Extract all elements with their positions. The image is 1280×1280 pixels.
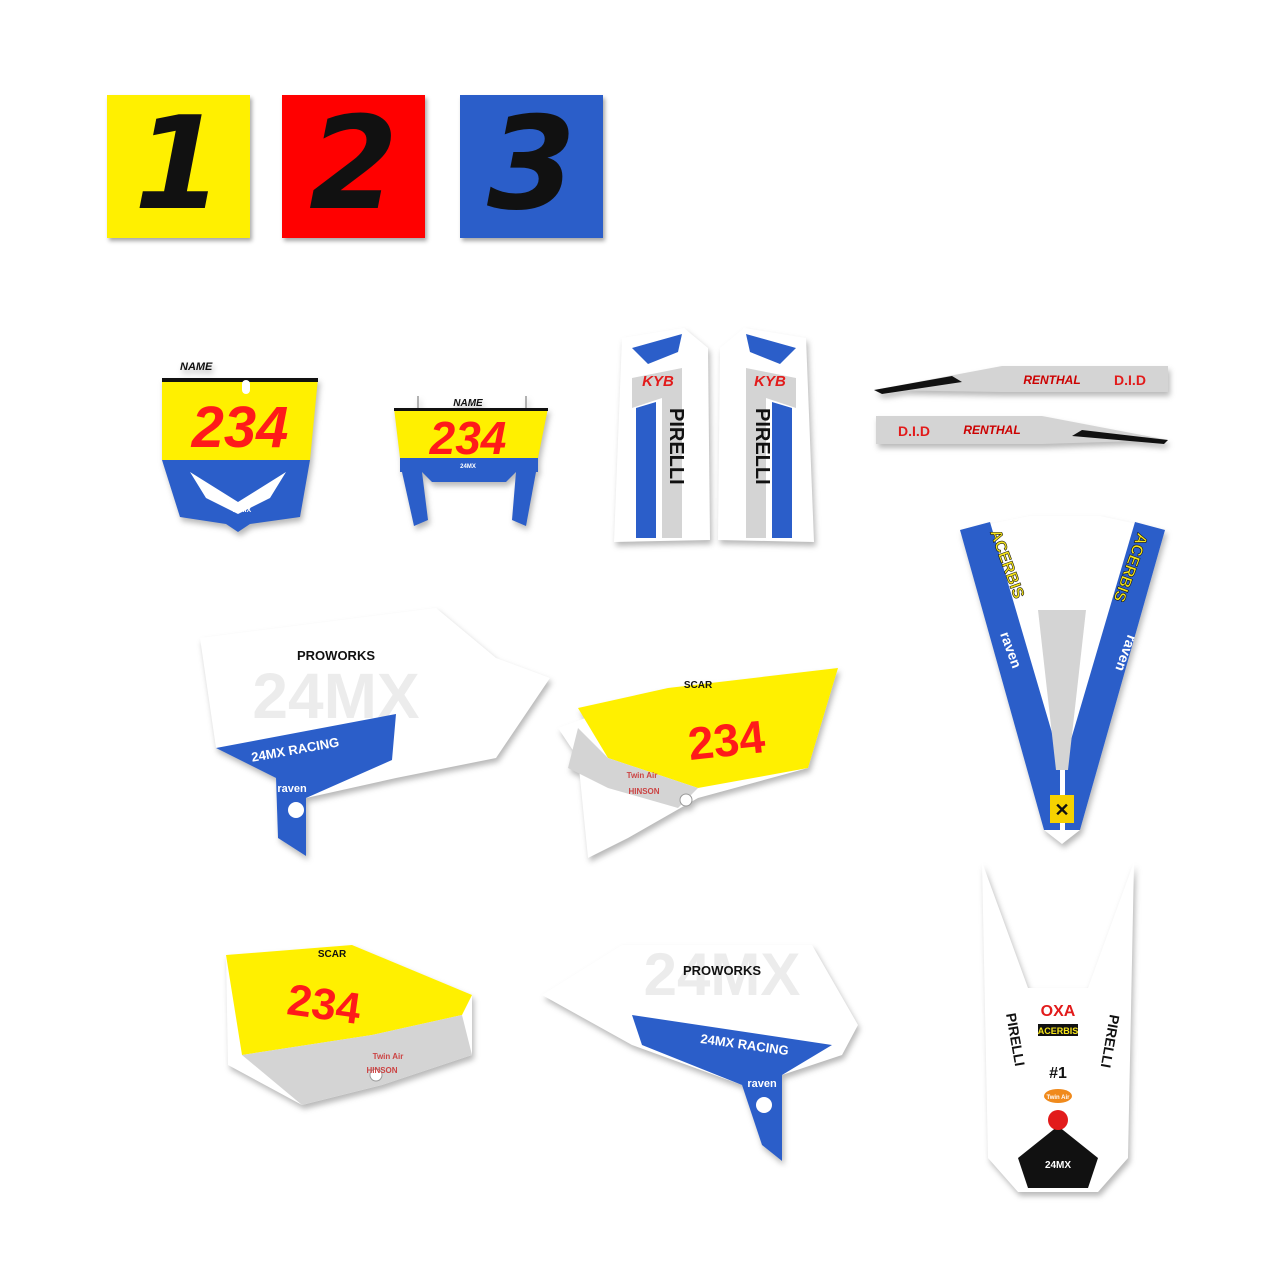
swingarm-decal-bottom: D.I.D RENTHAL — [876, 416, 1168, 444]
shroud-top-sponsor: raven — [277, 783, 307, 795]
side-panel-top-number: 234 — [685, 710, 767, 770]
rear-fender-brand-a: OXA — [1041, 1003, 1076, 1020]
side-panel-bottom-sponsor-a: Twin Air — [373, 1052, 404, 1061]
x-icon: ✕ — [1054, 800, 1069, 820]
fork-guard-right-vertical: PIRELLI — [751, 408, 773, 485]
helmet-icon — [756, 1097, 772, 1113]
radiator-shroud-top: 24MX PROWORKS 24MX RACING raven — [200, 608, 550, 856]
front-plate-number: 234 — [191, 395, 289, 460]
front-fender: ✕ ACERBIS ACERBIS raven raven — [960, 516, 1165, 844]
helmet-icon — [1048, 1110, 1068, 1130]
plate-number-2: 2 — [308, 90, 399, 239]
shroud-bottom-watermark: 24MX — [644, 941, 801, 1008]
front-plate-name: NAME — [180, 361, 213, 373]
plate-number-3: 3 — [486, 90, 577, 239]
side-panel-top: SCAR 234 Twin Air HINSON — [558, 668, 838, 858]
front-number-plate: NAME 234 24MX — [162, 361, 318, 532]
shroud-bottom-brand: PROWORKS — [683, 963, 761, 978]
helmet-icon — [288, 802, 304, 818]
side-panel-bottom: SCAR 234 Twin Air HINSON — [226, 945, 472, 1105]
plate-number-1: 1 — [133, 90, 224, 239]
shroud-top-brand: PROWORKS — [297, 648, 375, 663]
front-plate-logo: 24MX — [233, 507, 252, 514]
headlight-plate: NAME 234 24MX — [394, 396, 548, 526]
rear-fender-brand-b: ACERBIS — [1038, 1026, 1079, 1036]
shroud-bottom-sponsor: raven — [747, 1078, 777, 1090]
side-panel-bottom-brand: SCAR — [318, 949, 347, 960]
number-plate-2: 2 — [282, 95, 425, 238]
rear-fender-logo: 24MX — [1045, 1160, 1071, 1171]
swingarm-decal-top: RENTHAL D.I.D — [874, 366, 1168, 394]
fork-guard-right-brand: KYB — [754, 373, 786, 390]
swingarm-top-brand-a: RENTHAL — [1023, 373, 1080, 387]
side-panel-bottom-sponsor-b: HINSON — [366, 1066, 397, 1075]
radiator-shroud-bottom: 24MX PROWORKS 24MX RACING raven — [542, 941, 858, 1161]
number-plate-1: 1 — [107, 95, 250, 238]
swingarm-bottom-brand-b: D.I.D — [898, 423, 930, 439]
fork-guard-right: KYB PIRELLI — [718, 328, 814, 542]
fork-guard-left-vertical: PIRELLI — [665, 408, 687, 485]
swingarm-bottom-brand-a: RENTHAL — [963, 423, 1020, 437]
number-plate-3: 3 — [460, 95, 603, 238]
side-panel-bottom-number: 234 — [284, 975, 364, 1034]
rear-fender-sponsor: Twin Air — [1047, 1095, 1071, 1101]
fork-guard-left: KYB PIRELLI — [614, 328, 710, 542]
headlight-plate-name: NAME — [453, 398, 483, 409]
fork-guard-left-brand: KYB — [642, 373, 674, 390]
headlight-plate-number: 234 — [429, 412, 507, 464]
rear-fender: 24MX OXA ACERBIS PIRELLI PIRELLI #1 Twin… — [982, 862, 1134, 1192]
side-panel-top-sponsor-b: HINSON — [628, 787, 659, 796]
swingarm-top-brand-b: D.I.D — [1114, 372, 1146, 388]
side-panel-top-sponsor-a: Twin Air — [627, 771, 658, 780]
side-panel-top-brand: SCAR — [684, 680, 713, 691]
headlight-plate-logo: 24MX — [460, 464, 476, 470]
rear-fender-number-one: #1 — [1049, 1065, 1067, 1082]
